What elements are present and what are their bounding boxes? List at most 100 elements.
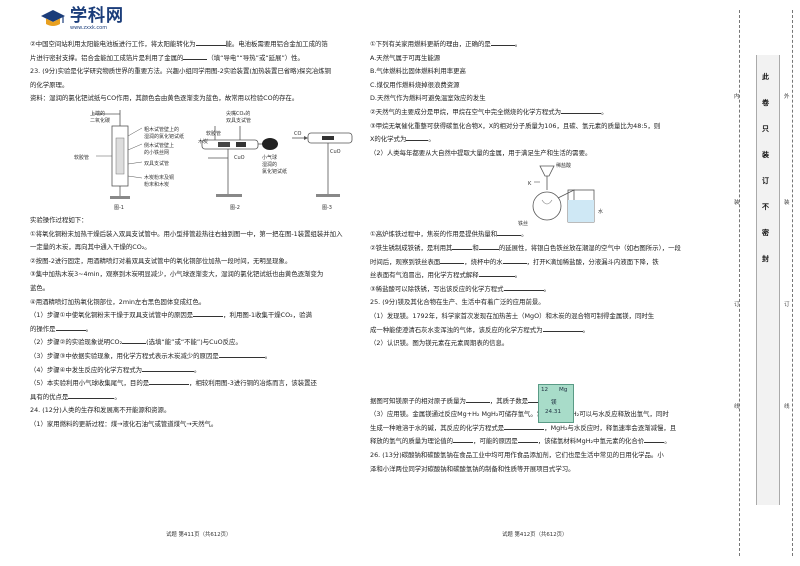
answer-blank[interactable] [561, 106, 602, 114]
text-line: C.煤仅用作燃料烧掉很浪费资源 [370, 79, 716, 93]
line-text: （3）应用镁。金属镁通过反应Mg+H₂ MgH₂可储存氢气。常温下，MgH₂可以… [370, 410, 669, 419]
outer-mark-3: 线 [784, 404, 790, 410]
answer-blank[interactable] [497, 228, 522, 237]
line-text: ②铁生锈制成铁锈，是利用其 [370, 243, 453, 252]
line-text: （4）步骤④中发生反应的化学方程式为 [30, 365, 143, 374]
text-line: （3）步骤③中依据实验现象，用化学方程式表示木炭减少的原因是。 [30, 350, 368, 364]
inner-mark-3: 线 [734, 404, 740, 410]
text-line: 资料：湿润的氯化钯试纸与CO作用，其颜色会由黄色逐渐变为蓝色，故常用以检验CO的… [30, 92, 368, 106]
answer-blank[interactable] [504, 422, 545, 430]
line-text: 。 [664, 437, 671, 446]
answer-blank[interactable] [452, 242, 473, 250]
answer-blank[interactable] [644, 435, 665, 444]
figure-2-diagram [201, 125, 278, 197]
binding-dashed-line-outer [792, 10, 793, 556]
left-lines-b: 实验操作过程如下：①将氧化铜粉末加热干燥后装入双具支试管中。用小型排管趁热往右抽… [30, 214, 368, 432]
answer-blank[interactable] [503, 283, 544, 291]
answer-blank[interactable] [218, 350, 265, 358]
line-text: 。 [428, 135, 435, 144]
answer-blank[interactable] [122, 336, 147, 345]
text-line: （3）应用镁。金属镁通过反应Mg+H₂ MgH₂可储存氢气。常温下，MgH₂可以… [370, 408, 716, 422]
inner-mark-2: 订 [734, 302, 740, 308]
inner-mark-0: 内 [734, 94, 740, 100]
answer-blank[interactable] [142, 364, 195, 372]
answer-blank[interactable] [193, 309, 224, 318]
answer-blank[interactable] [517, 435, 538, 444]
text-line: A.天然气属于可再生能源 [370, 52, 716, 66]
line-text: 丝表面有气泡冒出，用化学方程式解释 [370, 271, 479, 280]
text-line: ①高炉炼铁过程中，焦炭的作用是提供热量和。 [370, 228, 716, 242]
line-text: ，相较利用图-3进行铜的冶炼而言，该装置还 [189, 379, 317, 388]
line-text: 片进行密封支撑。铝合金能加工成箔片是利用了金属的 [30, 53, 184, 62]
flask-figure: 稀盐酸 K 铁丝 水 [370, 160, 716, 228]
fig1-label-e: 双具支试管 [144, 160, 170, 167]
binding-dashed-line-inner [739, 10, 740, 556]
answer-blank[interactable] [542, 324, 583, 332]
text-line: 时间后，观察到铁丝表面，烧杯中的水，打开K滴加稀盐酸，分液漏斗内液面下降，铁 [370, 256, 716, 270]
answer-blank[interactable] [478, 269, 515, 278]
answer-blank[interactable] [68, 391, 115, 399]
line-text: 具有的优点是 [30, 392, 69, 401]
text-line: ②按图-2进行固定，用酒精喷灯对着双具支试管中的氧化铜部位加热一段时间，无明显现… [30, 255, 368, 269]
text-line: 释放的氢气的质量为理论值的，可能的原因是，该储氢材料MgH₂中氢元素的化合价。 [370, 435, 716, 449]
text-line: 25. (9分)镁及其化合物在生产、生活中有着广泛的应用前景。 [370, 296, 716, 310]
answer-blank[interactable] [453, 435, 474, 444]
line-text: 蓝色。 [30, 283, 50, 292]
answer-blank[interactable] [502, 256, 527, 264]
text-line: 蓝色。 [30, 282, 368, 296]
answer-blank[interactable] [440, 256, 465, 264]
warn-char-7: 封 [762, 255, 769, 263]
line-text: ③集中加热木炭3~4min，观察到木炭明显减少，小气球逐渐变大，湿润的氯化钯试纸… [30, 270, 324, 279]
outer-mark-0: 外 [784, 94, 790, 100]
text-line: 24. (12分)人类的生存和发展离不开能源和资源。 [30, 404, 368, 418]
fig2-label-b: 双具支试管 [226, 117, 252, 124]
text-line: 一定量的木炭，再向其中通入干燥的CO₂。 [30, 241, 368, 255]
text-line: 泽和小洋两位同学对碳酸钠和碳酸氢钠的制备和性质等开展项目式学习。 [370, 463, 716, 477]
warn-char-1: 卷 [762, 99, 769, 107]
fig1-label-top: 上端的 [90, 110, 106, 117]
line-text: 。 [601, 107, 608, 116]
text-line: 实验操作过程如下： [30, 214, 368, 228]
fig1-label-b: 湿润的氯化钯试纸 [144, 133, 185, 140]
line-text: 据图可知镁原子的相对原子质量为 [370, 396, 466, 405]
fig1-label-f: 木炭粉末及铜 [144, 174, 175, 181]
graduation-cap-icon [41, 10, 65, 26]
fig2-label-e: CuO [234, 154, 245, 161]
line-text: （3）步骤③中依据实验现象，用化学方程式表示木炭减少的原因是 [30, 351, 219, 360]
outer-mark-1: 装 [784, 200, 790, 206]
fig1-label-d: 的小铁丝网 [144, 149, 170, 156]
text-line: D.天然气作为燃料可避免温室效应的发生 [370, 92, 716, 106]
line-text: ②按图-2进行固定，用酒精喷灯对着双具支试管中的氧化铜部位加热一段时间，无明显现… [30, 256, 292, 265]
text-line: 具有的优点是。 [30, 391, 368, 405]
answer-blank[interactable] [478, 242, 499, 250]
answer-blank[interactable] [55, 323, 86, 331]
fig1-label-a: 粗木试管壁上的 [144, 126, 180, 133]
line-text: 的化学原理。 [30, 80, 69, 89]
line-text: 生成一种难溶于水的碱，其反应的化学方程式是 [370, 423, 505, 432]
text-line: X的化学式为。 [370, 133, 716, 147]
answer-blank[interactable] [183, 52, 208, 60]
fig2-label-f: 小气球 [262, 154, 278, 161]
line-text: （1）步骤①中使氧化铜粉末干燥于双具支试管中的原因是 [30, 311, 194, 320]
answer-blank[interactable] [149, 377, 190, 386]
line-text: 的操作是 [30, 324, 56, 333]
figure-1-diagram [92, 109, 143, 199]
line-text: 。 [85, 324, 92, 333]
answer-blank[interactable] [465, 395, 490, 403]
text-line: ①下列有关家用燃料更新的理由，正确的是。 [370, 38, 716, 52]
answer-blank[interactable] [528, 395, 547, 403]
line-text: 泽和小洋两位同学对碳酸钠和碳酸氢钠的制备和性质等开展项目式学习。 [370, 464, 575, 473]
fig1-label-g: 粉末和木炭 [144, 181, 170, 188]
answer-blank[interactable] [490, 38, 515, 46]
right-lines-b: ①高炉炼铁过程中，焦炭的作用是提供热量和。②铁生锈制成铁锈，是利用其和的延展性，… [370, 228, 716, 350]
text-line: （5）本实验利用小气球收集尾气，目的是，相较利用图-3进行铜的冶炼而言，该装置还 [30, 377, 368, 391]
flask-label-iron: 铁丝 [518, 221, 529, 228]
line-text: 实验操作过程如下： [30, 215, 88, 224]
fig2-caption: 图-2 [230, 204, 240, 211]
text-line: B.气体燃料比固体燃料利用率更高 [370, 65, 716, 79]
fig3-label-co: CO [294, 130, 302, 137]
answer-blank[interactable] [406, 133, 429, 142]
answer-blank[interactable] [195, 38, 226, 46]
